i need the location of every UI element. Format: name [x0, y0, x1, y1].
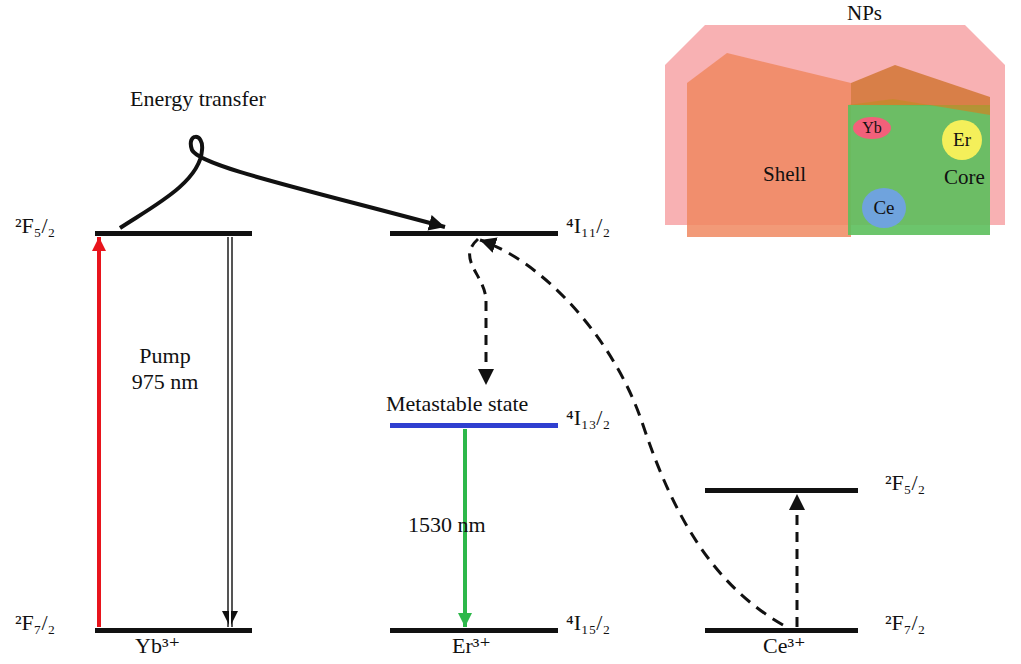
level-label: ²F₇/₂	[885, 610, 925, 635]
energy-level: ²F₇/₂Yb³⁺	[95, 628, 252, 633]
transition-line	[470, 239, 486, 385]
transition-arrow	[120, 137, 445, 228]
ion-circle: Er	[942, 120, 982, 160]
transition-line	[796, 494, 799, 627]
level-label: Yb³⁺	[135, 633, 180, 658]
transition-line	[97, 237, 101, 627]
energy-level: ²F₇/₂Ce³⁺	[705, 628, 858, 633]
level-label: ⁴I₁₁/₂	[566, 213, 610, 238]
pump-label: Pump 975 nm	[125, 343, 205, 396]
transition-line-inner	[229, 237, 231, 627]
energy-level: ⁴I₁₁/₂	[390, 231, 558, 236]
nanoparticle-shell: NPsShellCoreYbErCe	[665, 25, 1005, 240]
energy-level: Metastable state⁴I₁₃/₂	[390, 423, 558, 428]
level-label: ²F₅/₂	[885, 470, 925, 495]
level-label: ⁴I₁₅/₂	[566, 610, 610, 635]
region-label: Core	[944, 165, 985, 189]
level-label: Metastable state	[386, 391, 528, 416]
level-label: Ce³⁺	[763, 633, 806, 658]
transition-arrow	[470, 239, 486, 385]
transition-line	[227, 237, 233, 627]
transfer-label: Energy transfer	[130, 86, 266, 112]
region-label: Shell	[763, 162, 806, 186]
level-label: Er³⁺	[452, 633, 491, 658]
region-label: NPs	[847, 1, 882, 25]
emission-label: 1530 nm	[408, 512, 486, 538]
transition-arrow	[797, 494, 798, 627]
transition-arrow	[480, 240, 783, 625]
ion-circle: Ce	[862, 188, 906, 228]
ion-circle: Yb	[853, 117, 891, 139]
level-label: ⁴I₁₃/₂	[566, 405, 610, 430]
level-label: ²F₇/₂	[15, 610, 55, 635]
transition-line	[480, 240, 783, 625]
energy-level: ⁴I₁₅/₂Er³⁺	[390, 628, 558, 633]
region-label: Ce	[873, 197, 894, 219]
region-label: Er	[953, 129, 971, 151]
energy-level: ²F₅/₂	[95, 231, 252, 236]
transition-arrow	[99, 237, 100, 627]
transition-line	[120, 137, 445, 228]
energy-level: ²F₅/₂	[705, 488, 858, 493]
transition-arrow	[230, 237, 231, 627]
nanoparticle-core: Core YbErCe	[848, 105, 990, 235]
level-label: ²F₅/₂	[15, 213, 55, 238]
region-label: Yb	[862, 119, 882, 137]
